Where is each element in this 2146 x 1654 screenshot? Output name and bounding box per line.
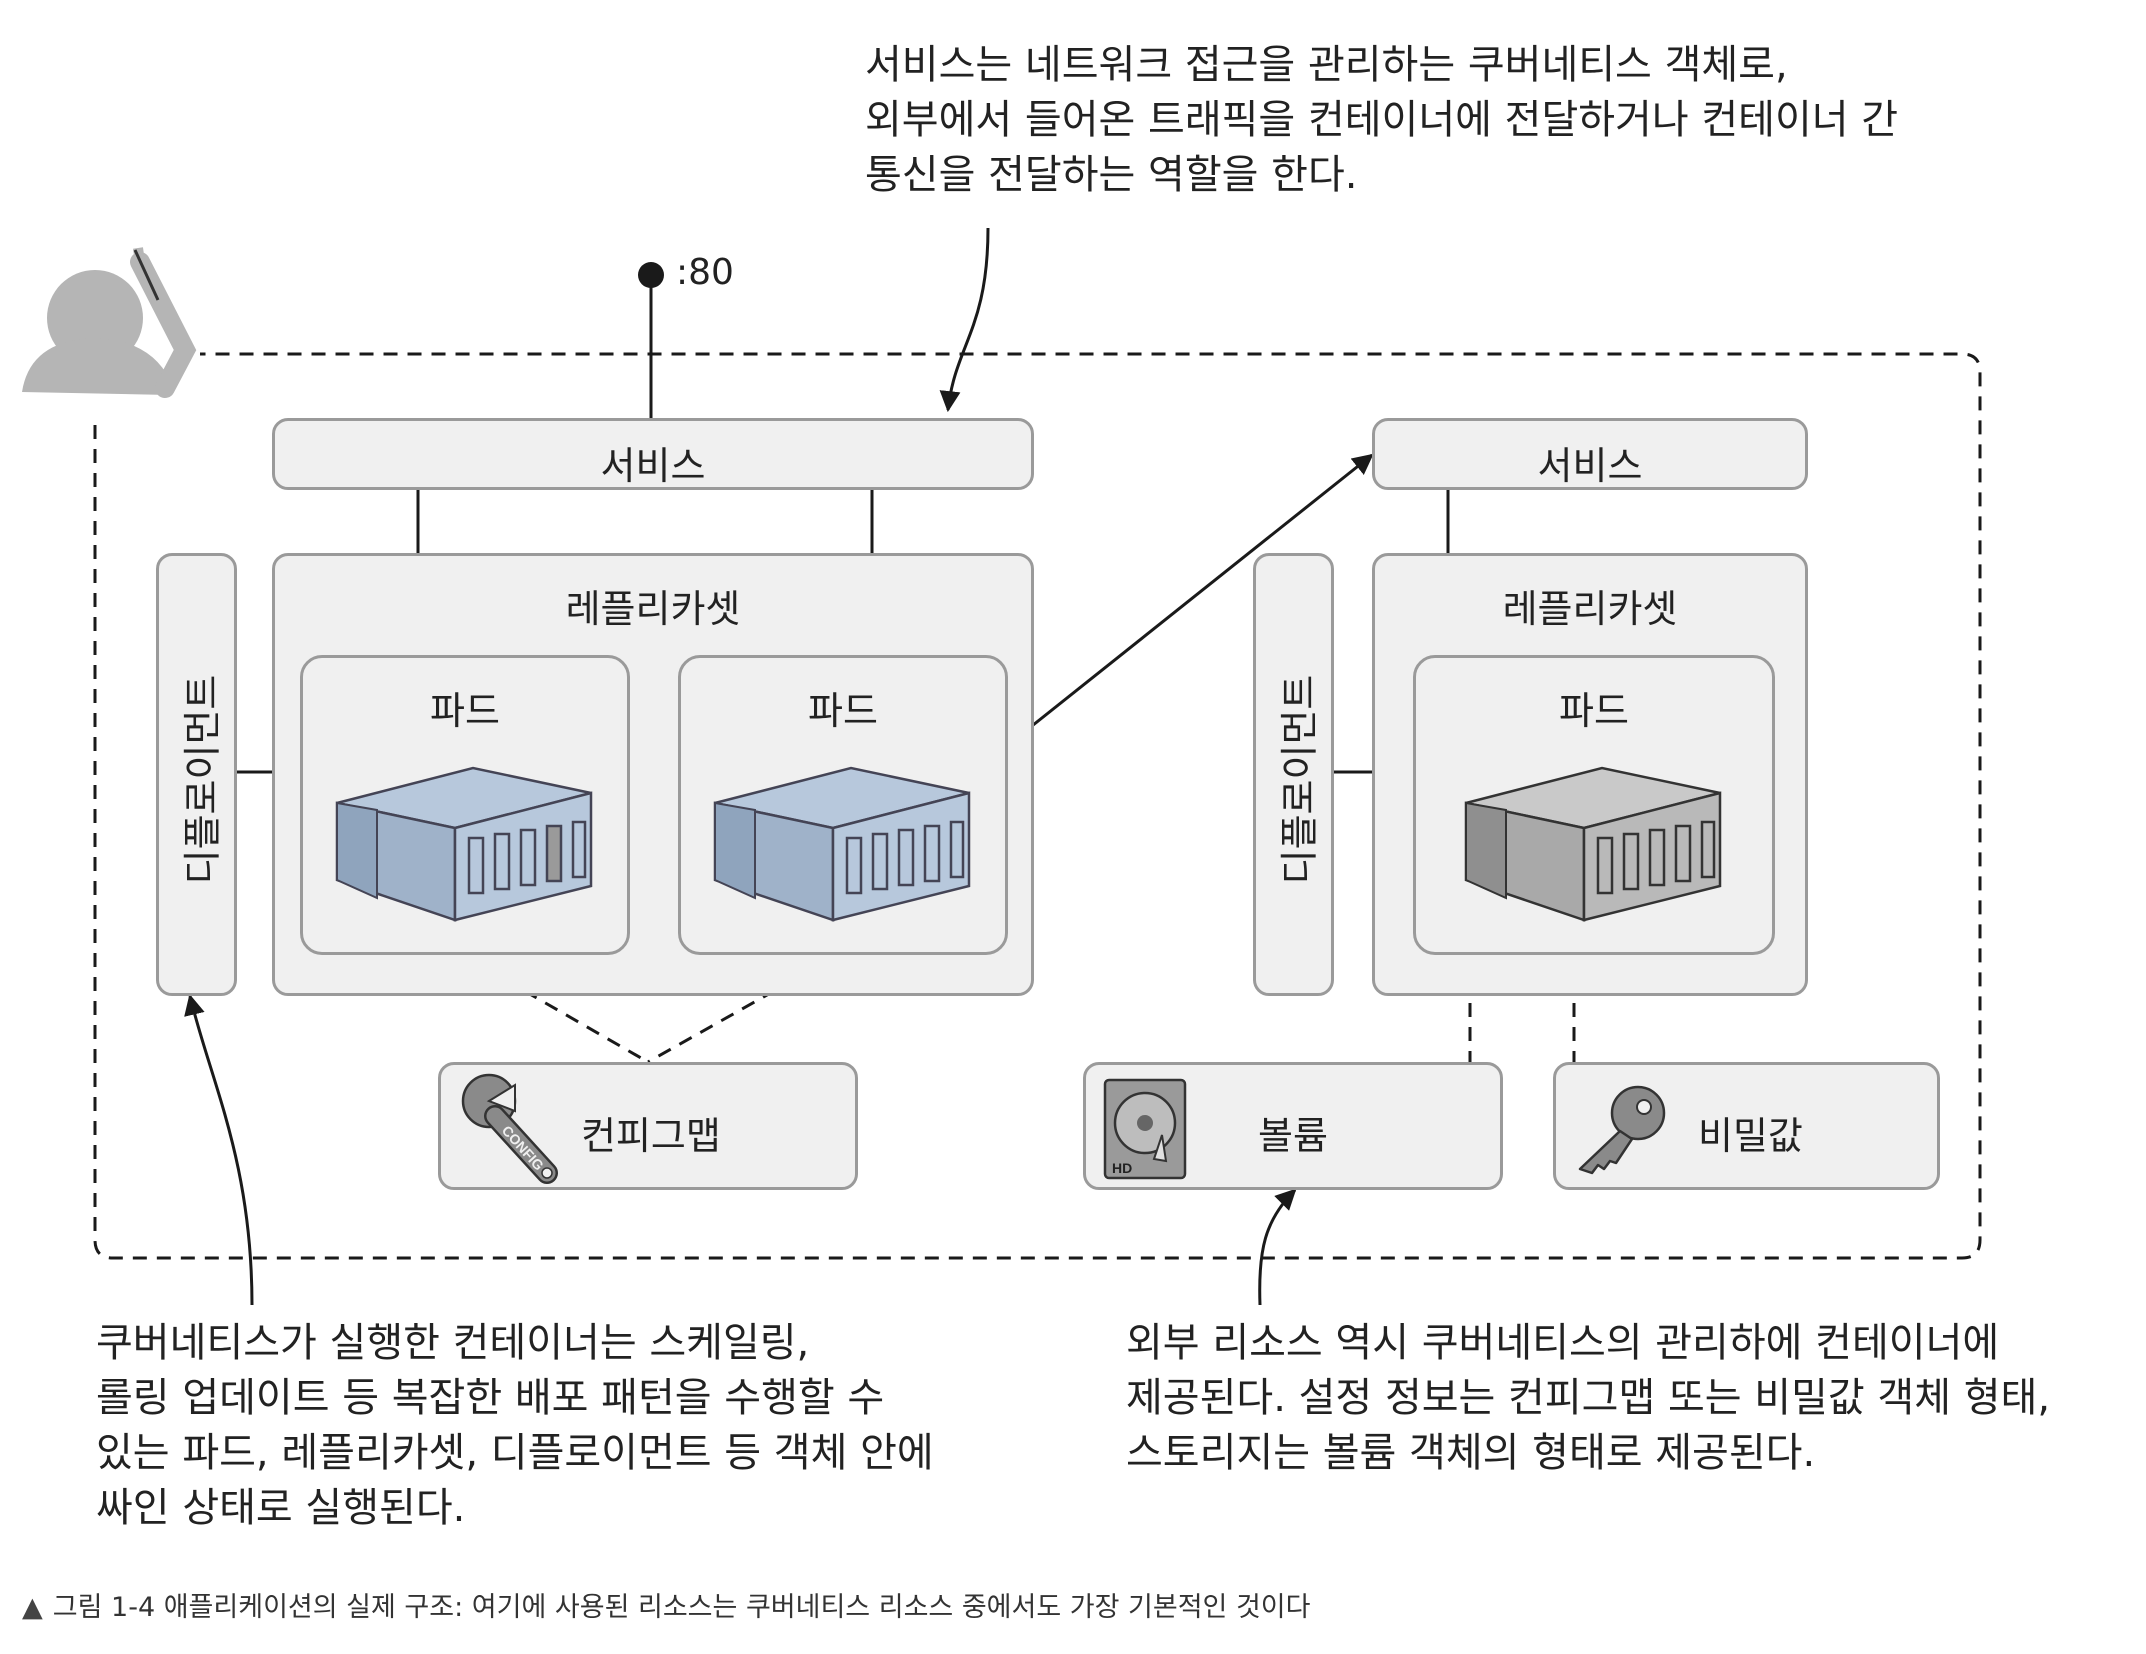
config-wrench-icon: CONFIG (461, 1073, 558, 1184)
containers-note-line-1: 쿠버네티스가 실행한 컨테이너는 스케일링, (96, 1320, 810, 1366)
containers-note-line-4: 싸인 상태로 실행된다. (96, 1485, 466, 1531)
container-blue-icon (335, 766, 593, 922)
figure-caption: ▲ 그림 1-4 애플리케이션의 실제 구조: 여기에 사용된 리소스는 쿠버네티… (22, 1585, 1311, 1624)
pod-left-1[interactable]: 파드 (300, 655, 630, 955)
service-label-right: 서비스 (1537, 444, 1643, 488)
port-label: :80 (676, 252, 734, 293)
deployment-label-right: 디플로이먼트 (1277, 674, 1322, 885)
port-dot (638, 262, 664, 288)
replicaset-label-right: 레플리카셋 (1502, 587, 1678, 631)
volume-label: 볼륨 (1258, 1114, 1328, 1158)
replicaset-label-left: 레플리카셋 (565, 587, 741, 631)
service-label-left: 서비스 (600, 444, 706, 488)
container-gray-icon (1464, 766, 1722, 922)
pod-label-2: 파드 (808, 689, 878, 733)
configmap-label: 컨피그맵 (581, 1114, 721, 1158)
service-box-left[interactable]: 서비스 (272, 418, 1034, 490)
pod-label-1: 파드 (430, 689, 500, 733)
container-blue-icon (713, 766, 971, 922)
right-note-arrow (1258, 1188, 1297, 1306)
config-icon-text: CONFIG (499, 1122, 547, 1173)
volume-box[interactable]: HD 볼륨 (1083, 1062, 1503, 1190)
configmap-box[interactable]: CONFIG 컨피그맵 (438, 1062, 858, 1190)
secret-box[interactable]: 비밀값 (1553, 1062, 1940, 1190)
hd-icon-text: HD (1112, 1160, 1132, 1176)
service-note-line-3: 통신을 전달하는 역할을 한다. (865, 152, 1358, 198)
left-note-arrow (184, 993, 254, 1306)
secret-label: 비밀값 (1698, 1114, 1803, 1158)
containers-note: 쿠버네티스가 실행한 컨테이너는 스케일링, 롤링 업데이트 등 복잡한 배포 … (96, 1316, 934, 1536)
service-note: 서비스는 네트워크 접근을 관리하는 쿠버네티스 객체로, 외부에서 들어온 트… (865, 38, 1898, 203)
pod-right[interactable]: 파드 (1413, 655, 1775, 955)
pod-left-2[interactable]: 파드 (678, 655, 1008, 955)
deployment-box-right[interactable]: 디플로이먼트 (1253, 553, 1334, 996)
deployment-label-left: 디플로이먼트 (180, 674, 225, 885)
cluster-boundary (93, 352, 1982, 1260)
pod-to-remote-service-arrow (1007, 453, 1374, 747)
key-icon (1578, 1085, 1666, 1175)
user-icon (22, 247, 197, 398)
caption-marker: ▲ (22, 1592, 43, 1623)
resources-note-line-1: 외부 리소스 역시 쿠버네티스의 관리하에 컨테이너에 (1126, 1320, 2000, 1366)
hard-disk-icon: HD (1103, 1078, 1187, 1180)
deployment-box-left[interactable]: 디플로이먼트 (156, 553, 237, 996)
service-note-line-1: 서비스는 네트워크 접근을 관리하는 쿠버네티스 객체로, (865, 42, 1788, 88)
resources-note-line-3: 스토리지는 볼륨 객체의 형태로 제공된다. (1126, 1430, 1816, 1476)
pod-label-right: 파드 (1559, 689, 1629, 733)
containers-note-line-3: 있는 파드, 레플리카셋, 디플로이먼트 등 객체 안에 (96, 1430, 934, 1476)
containers-note-line-2: 롤링 업데이트 등 복잡한 배포 패턴을 수행할 수 (96, 1375, 885, 1421)
service-box-right[interactable]: 서비스 (1372, 418, 1808, 490)
service-note-arrow (939, 227, 990, 413)
caption-text: 그림 1-4 애플리케이션의 실제 구조: 여기에 사용된 리소스는 쿠버네티스… (52, 1592, 1311, 1623)
resources-note: 외부 리소스 역시 쿠버네티스의 관리하에 컨테이너에 제공된다. 설정 정보는… (1126, 1316, 2050, 1481)
resources-note-line-2: 제공된다. 설정 정보는 컨피그맵 또는 비밀값 객체 형태, (1126, 1375, 2051, 1421)
service-note-line-2: 외부에서 들어온 트래픽을 컨테이너에 전달하거나 컨테이너 간 (865, 97, 1899, 143)
